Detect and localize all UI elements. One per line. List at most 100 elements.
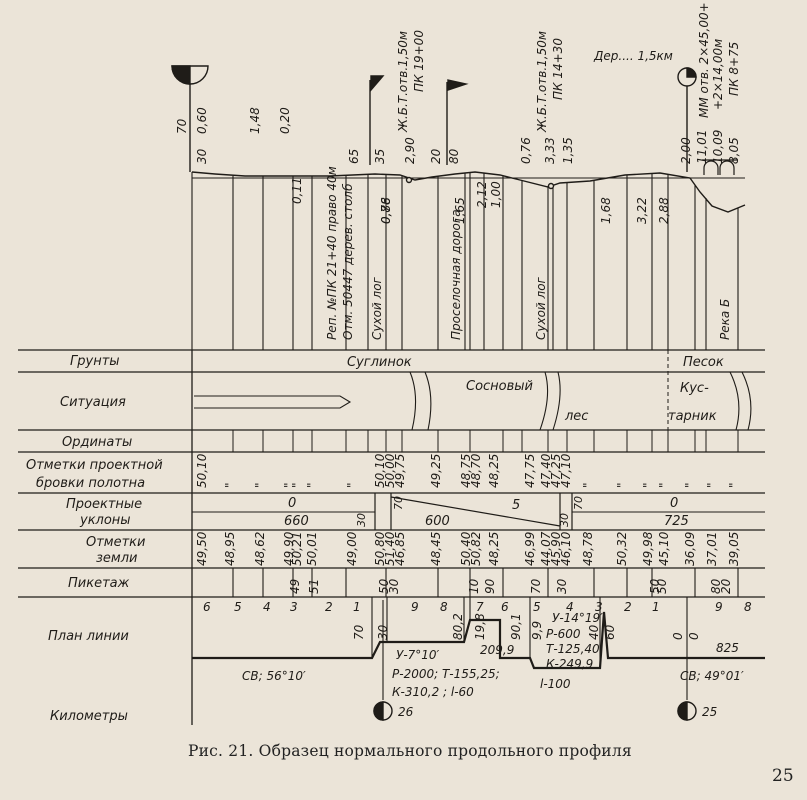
design-mark: ": [253, 482, 267, 488]
note-benchmark: Реп. №ПК 21+40 право 40м: [325, 166, 339, 340]
picket-plus: 10: [467, 578, 481, 594]
ground-mark: 50,40: [459, 531, 473, 566]
picket-number: 5: [234, 600, 242, 614]
design-mark: 49,75: [393, 454, 407, 488]
profile-value: 3,22: [635, 197, 649, 224]
ground-line: [191, 171, 746, 213]
profile-value: 1,48: [248, 107, 262, 134]
picket-plus: 50: [648, 578, 662, 594]
profile-value: 0,11: [290, 177, 304, 204]
profile-value: 0,76: [519, 137, 533, 164]
design-mark: ": [581, 482, 595, 488]
design-mark: ": [305, 482, 319, 488]
profile-value: 1,65: [453, 197, 467, 224]
road-arrow-icon: [194, 395, 352, 409]
label-ground-marks-2: земли: [96, 551, 137, 566]
ground-mark: 50,01: [305, 532, 319, 566]
bridge-a: ММ отв. 2×45,00+: [697, 2, 711, 118]
profile-value: 2,88: [657, 197, 671, 224]
label-design-marks-1: Отметки проектной: [26, 458, 163, 473]
ground-mark: 49,90: [282, 531, 296, 566]
curve-2-angle: У-14°19′: [552, 611, 603, 625]
profile-value: 30: [195, 148, 209, 164]
soil-loam: Суглинок: [347, 355, 412, 370]
ground-mark: 46,85: [393, 532, 407, 566]
plan-825: 825: [716, 641, 739, 655]
design-mark: 49,25: [429, 454, 443, 488]
picket-number: 7: [476, 600, 484, 614]
profile-value: 2,12: [475, 181, 489, 208]
plan-209-9: 209,9: [480, 643, 514, 657]
table-grid: [18, 349, 765, 725]
label-ground-marks-1: Отметки: [86, 535, 145, 550]
bridge-b: +2×14,00м: [711, 39, 725, 110]
picket-number: 4: [263, 600, 271, 614]
design-mark: ": [345, 482, 359, 488]
design-mark: 50,00: [383, 453, 397, 488]
picket-number: 2: [624, 600, 632, 614]
plan-9-9: 9,9: [530, 621, 544, 640]
profile-value: 10,09: [711, 130, 725, 164]
profile-value: 2,90: [403, 137, 417, 164]
picket-plus: 30: [555, 578, 569, 594]
slope-2-a: 30: [355, 513, 368, 527]
forest-label-1: Сосновый: [466, 379, 533, 394]
ground-mark: 46,10: [559, 531, 573, 566]
bearing-1: СВ; 56°10′: [242, 669, 306, 683]
label-situation: Ситуация: [60, 395, 126, 410]
label-design-marks-2: бровки полотна: [36, 476, 145, 491]
plan-19-8: 19,8: [473, 613, 487, 640]
slope-2-value: 5: [512, 498, 520, 513]
ground-mark: 49,00: [345, 531, 359, 566]
river-icon: [729, 371, 752, 431]
slope-3-b: 70: [572, 496, 585, 510]
picket-number: 1: [353, 600, 361, 614]
culvert-1-b: ПК 19+00: [412, 30, 426, 92]
design-mark: ": [282, 482, 296, 488]
profile-value: 1,35: [561, 137, 575, 164]
design-mark: ": [683, 482, 697, 488]
picket-plus: 70: [529, 578, 543, 594]
design-mark: 47,10: [559, 453, 573, 488]
profile-value: 70: [175, 118, 189, 134]
profile-value: 3,33: [543, 137, 557, 164]
design-mark: 47,25: [549, 454, 563, 488]
profile-value: 8,05: [727, 137, 741, 164]
note-village: Дер.... 1,5км: [593, 49, 673, 63]
bridge-c: ПК 8+75: [727, 42, 741, 96]
ground-mark: 44,07: [539, 531, 553, 566]
forest-label-2: лес: [564, 409, 588, 424]
ground-mark: 51,40: [383, 531, 397, 566]
picket-number: 8: [440, 600, 448, 614]
design-mark: 50,10: [373, 453, 387, 488]
profile-value: 0,76: [379, 197, 393, 224]
picket-plus: 49: [288, 579, 302, 594]
profile-value: 2,00: [679, 137, 693, 164]
soil-sand: Песок: [683, 355, 724, 370]
curve-2-l: l-100: [540, 677, 571, 691]
picket-number: 8: [744, 600, 752, 614]
slope-2-length: 600: [425, 514, 450, 529]
ground-mark: 49,98: [641, 531, 655, 566]
profile-value: 1,68: [599, 197, 613, 224]
picket-plus: 50: [377, 578, 391, 594]
ground-mark: 48,25: [487, 532, 501, 566]
shrub-label-1: Кус-: [680, 381, 709, 396]
ground-mark: 48,78: [581, 531, 595, 566]
picket-plus: 30: [387, 578, 401, 594]
picket-number: 4: [566, 600, 574, 614]
profile-value: 35: [373, 149, 387, 164]
label-kilometers: Километры: [50, 709, 128, 724]
design-mark: ": [290, 482, 304, 488]
ground-mark: 50,80: [373, 531, 387, 566]
slope-1-value: 0: [288, 496, 296, 511]
note-river: Река Б: [718, 299, 732, 340]
culvert-2-b: ПК 14+30: [551, 38, 565, 100]
km-26-label: 26: [398, 705, 414, 719]
picket-plus: 90: [483, 578, 497, 594]
ground-mark: 36,09: [683, 532, 697, 566]
